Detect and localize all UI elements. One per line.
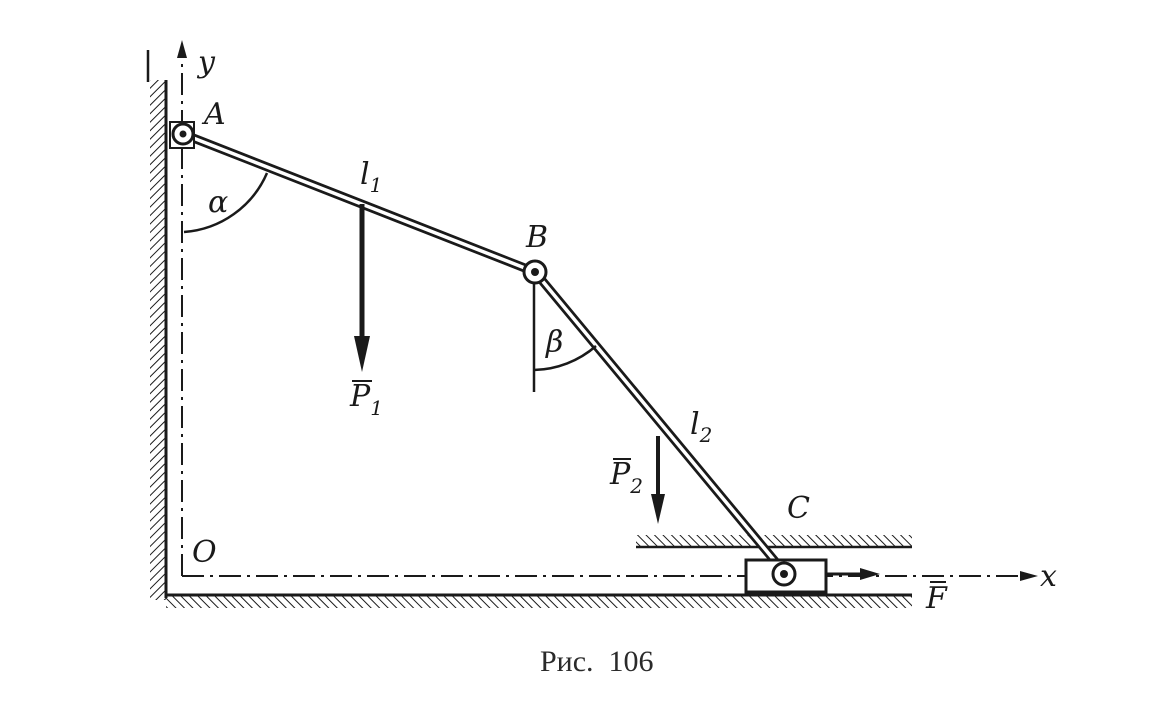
rod-l1-index: 1: [370, 173, 383, 197]
rod-l1-letter: l: [360, 157, 370, 192]
point-b-label: B: [525, 220, 548, 255]
floor: [166, 593, 912, 608]
hinge-a: [169, 121, 195, 149]
force-p2-letter: P: [609, 457, 631, 492]
rod-l2-label: l2: [690, 407, 712, 447]
force-p2-index: 2: [629, 474, 643, 498]
svg-text:P1: P1: [349, 379, 383, 420]
force-f-label: F: [925, 581, 948, 616]
rod-ab: [178, 129, 540, 277]
force-f-letter: F: [925, 581, 948, 616]
force-f-arrow: [826, 568, 880, 580]
y-axis-arrowhead: [177, 40, 187, 58]
force-p1-letter: P: [349, 379, 371, 414]
x-axis-label: x: [1040, 559, 1057, 594]
origin-label: O: [192, 535, 217, 570]
point-c-label: C: [787, 491, 810, 526]
point-a-label: A: [201, 97, 226, 132]
rod-l2-index: 2: [699, 423, 713, 447]
y-axis-label: y: [196, 45, 216, 80]
force-p1-arrow: [354, 204, 370, 372]
rod-bc: [530, 267, 789, 577]
force-p1-label: P1: [349, 379, 383, 420]
hinge-b: [522, 259, 548, 285]
force-p1-index: 1: [370, 396, 383, 420]
slider-c: [744, 558, 828, 594]
slider-upper-guide: [636, 535, 912, 549]
vertical-wall: [150, 80, 168, 600]
angle-beta-arc: [533, 345, 597, 372]
force-p2-arrow: [651, 436, 665, 524]
angle-beta-label: β: [545, 325, 563, 360]
force-p2-label: P2: [609, 457, 643, 498]
x-axis-arrowhead: [1020, 571, 1038, 581]
angle-alpha-label: α: [208, 185, 228, 220]
svg-text:P2: P2: [609, 457, 643, 498]
rod-l1-label: l1: [360, 157, 382, 197]
figure-caption: Рис. 106: [540, 645, 654, 678]
rod-l2-letter: l: [690, 407, 700, 442]
angle-alpha-arc: [183, 172, 269, 234]
